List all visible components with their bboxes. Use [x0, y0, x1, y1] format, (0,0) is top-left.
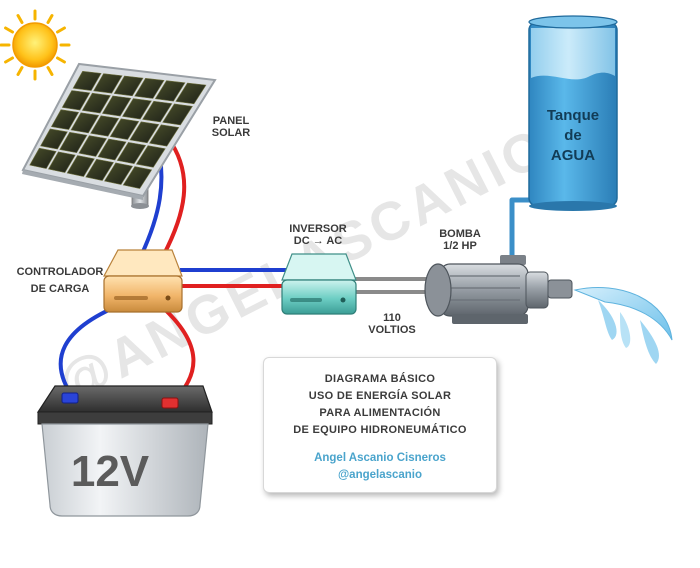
- solar-cell: [129, 121, 160, 144]
- solar-cell: [154, 80, 186, 102]
- solar-cell: [78, 135, 107, 157]
- solar-panel: [21, 62, 217, 200]
- battery: 12V: [36, 385, 213, 517]
- solar-cell: [104, 162, 134, 185]
- inverter-label: INVERSOR DC → AC: [289, 223, 347, 247]
- info-line-3: PARA ALIMENTACIÓN: [319, 407, 441, 419]
- water-spray-icon: [573, 286, 673, 364]
- voltage-label: 110 VOLTIOS: [368, 312, 416, 336]
- solar-cell: [50, 109, 80, 130]
- solar-cell: [109, 118, 140, 140]
- solar-cell: [162, 103, 193, 126]
- solar-cell: [47, 151, 76, 173]
- solar-cell: [66, 155, 95, 177]
- author-name: Angel Ascanio Cisneros: [314, 452, 446, 464]
- solar-cell: [90, 115, 120, 137]
- solar-cell: [81, 92, 111, 114]
- author-handle: @angelascanio: [337, 469, 423, 481]
- info-card: DIAGRAMA BÁSICO USO DE ENERGÍA SOLAR PAR…: [263, 357, 497, 493]
- solar-cell: [40, 128, 68, 150]
- pump-label: BOMBA 1/2 HP: [439, 228, 481, 252]
- solar-cell: [70, 112, 100, 134]
- solar-cell: [29, 147, 57, 169]
- tank-label-line2: de: [564, 127, 582, 144]
- tank-label-line1: Tanque: [546, 107, 600, 124]
- tank-label-line3: AGUA: [550, 147, 596, 164]
- solar-cell: [175, 82, 207, 105]
- solar-cell: [134, 78, 165, 99]
- inverter: [281, 253, 357, 315]
- solar-cell: [59, 131, 88, 154]
- solar-cell: [101, 95, 132, 117]
- solar-cell: [116, 142, 147, 164]
- solar-cell: [142, 100, 173, 123]
- sun-icon: [0, 9, 71, 81]
- water-tank: [528, 15, 618, 211]
- solar-cell: [122, 166, 153, 189]
- solar-cell: [149, 124, 180, 147]
- solar-cell: [97, 138, 127, 161]
- battery-voltage-label: 12V: [71, 447, 150, 496]
- solar-cell: [85, 158, 114, 181]
- info-line-4: DE EQUIPO HIDRONEUMÁTICO: [293, 424, 467, 436]
- solar-panel-label: PANEL SOLAR: [211, 115, 251, 139]
- water-pump: [424, 255, 573, 324]
- solar-cell: [113, 75, 144, 97]
- info-line-1: DIAGRAMA BÁSICO: [324, 373, 436, 385]
- solar-cell: [72, 70, 102, 91]
- ac-wires: [348, 277, 430, 294]
- solar-cell: [93, 73, 123, 94]
- solar-cell: [135, 145, 166, 168]
- solar-cell: [122, 98, 152, 120]
- charge-controller: [102, 249, 183, 313]
- charge-controller-label: CONTROLADOR DE CARGA: [16, 266, 104, 295]
- solar-cell: [61, 90, 91, 111]
- pump-pipe: [509, 197, 534, 260]
- dc-wires: [180, 268, 290, 288]
- info-line-2: USO DE ENERGÍA SOLAR: [308, 390, 452, 402]
